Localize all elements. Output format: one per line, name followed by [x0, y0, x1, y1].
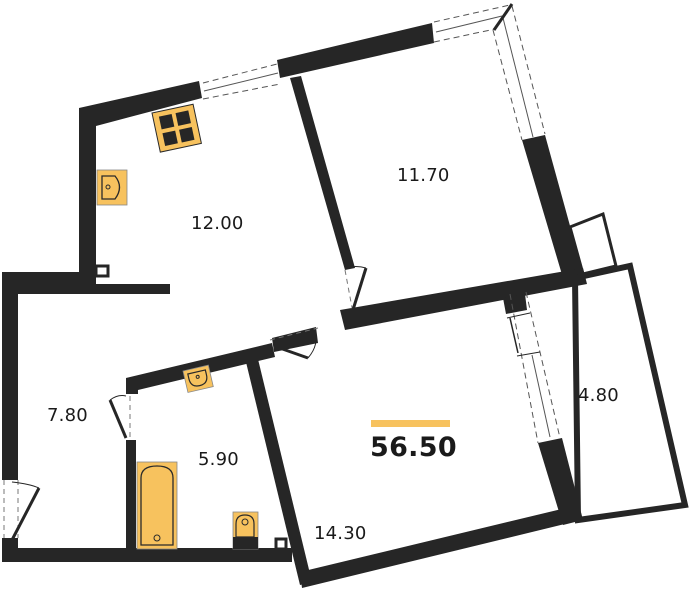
room-area-bathroom: 5.90: [198, 449, 239, 470]
room-area-bedroom: 11.70: [397, 165, 450, 186]
room-area-kitchen: 12.00: [191, 213, 244, 234]
window-icon: [202, 3, 561, 444]
door-icon: [3, 266, 541, 541]
balcony-box: [568, 211, 618, 276]
bathtub-icon: [136, 461, 178, 550]
wall-middle: [340, 268, 587, 330]
wall-loggia-partition-bottom: [538, 438, 583, 525]
wall-loggia-outer: [571, 262, 689, 524]
ventilation-shaft-icon: [94, 264, 110, 278]
room-area-loggia: 4.80: [578, 385, 619, 406]
total-area-accent-bar: [371, 420, 450, 427]
room-area-living-room: 14.30: [314, 523, 367, 544]
wall-living-bottom: [300, 507, 573, 588]
toilet-icon: [232, 511, 259, 550]
wall-bedroom-right: [522, 135, 583, 278]
bathroom-sink-icon: [182, 364, 214, 393]
walls: [2, 23, 587, 588]
stove-icon: [151, 103, 202, 153]
wall-bottom: [2, 548, 292, 562]
wall-middle-left: [272, 327, 318, 352]
wall-kitchen-top: [79, 81, 202, 276]
kitchen-sink-icon: [96, 169, 128, 206]
room-area-hallway: 7.80: [47, 405, 88, 426]
wall-loggia-partition-top: [503, 294, 527, 314]
wall-bedroom-top: [277, 23, 434, 78]
wall-hallway-top: [2, 272, 170, 480]
wall-living-left: [245, 355, 312, 585]
wall-hallway-left-lower: [2, 538, 18, 550]
wall-bathroom-left: [126, 440, 136, 550]
total-area: 56.50: [370, 432, 457, 463]
ventilation-shaft-icon: [274, 537, 288, 551]
wall-kitchen-bedroom: [290, 76, 355, 270]
